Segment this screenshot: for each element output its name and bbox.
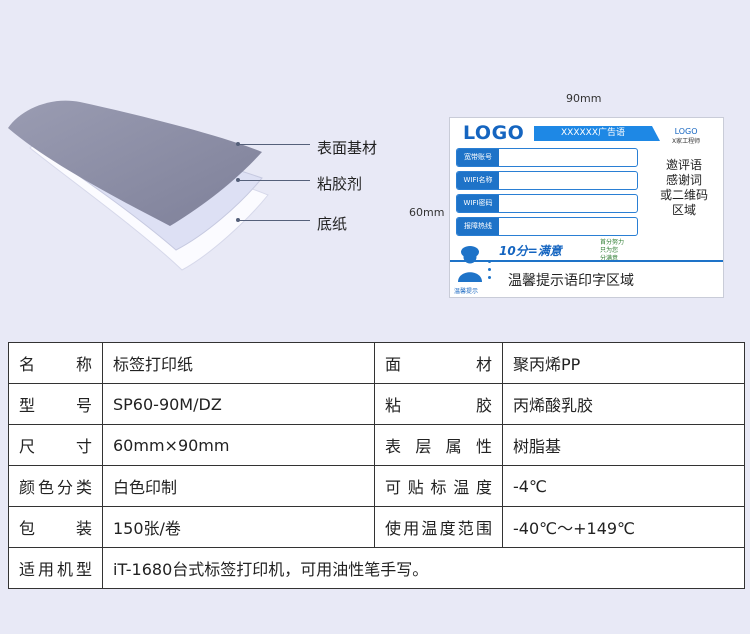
- label-divider: [450, 260, 723, 262]
- label-slogan: 10分=满意: [499, 244, 562, 258]
- label-tip-text: 温馨提示语印字区域: [508, 273, 634, 289]
- spec-value: SP60-90M/DZ: [102, 383, 375, 425]
- label-dots: [488, 260, 492, 284]
- label-sample-card: LOGO XXXXXX广告语 LOGO X家工程师 宽带账号 WIFI名称 WI…: [449, 117, 724, 298]
- callout-line-adhesive: [238, 180, 310, 181]
- label-field-wifi-password: WIFI密码: [456, 194, 638, 213]
- layer-label-liner: 底纸: [317, 215, 348, 233]
- label-field-wifi-name: WIFI名称: [456, 171, 638, 190]
- width-dimension: 90mm: [566, 92, 602, 105]
- layer-label-face: 表面基材: [317, 139, 378, 157]
- spec-key: 型 号: [8, 383, 103, 425]
- label-field-broadband: 宽带账号: [456, 148, 638, 167]
- spec-key: 尺 寸: [8, 424, 103, 466]
- label-logo-right: LOGO X家工程师: [672, 127, 701, 145]
- spec-value: 树脂基: [502, 424, 745, 466]
- spec-key: 名 称: [8, 342, 103, 384]
- spec-key: 可贴标温度: [374, 465, 503, 507]
- spec-value: 丙烯酸乳胶: [502, 383, 745, 425]
- label-field-hotline: 报障热线: [456, 217, 638, 236]
- layer-label-adhesive: 粘胶剂: [317, 175, 363, 193]
- label-logo-left: LOGO: [463, 122, 525, 144]
- height-dimension: 60mm: [409, 206, 445, 219]
- label-tip-tag: 温馨提示: [454, 288, 479, 295]
- table-row: 尺 寸 60mm×90mm 表层属性 树脂基: [8, 424, 745, 466]
- spec-value: iT-1680台式标签打印机，可用油性笔手写。: [102, 547, 745, 589]
- spec-value: 150张/卷: [102, 506, 375, 548]
- spec-key: 粘 胶: [374, 383, 503, 425]
- spec-value: 白色印制: [102, 465, 375, 507]
- spec-value: 标签打印纸: [102, 342, 375, 384]
- spec-key: 使用温度范围: [374, 506, 503, 548]
- table-row: 型 号 SP60-90M/DZ 粘 胶 丙烯酸乳胶: [8, 383, 745, 425]
- spec-key: 面 材: [374, 342, 503, 384]
- layer-stack-graphic: [8, 100, 269, 271]
- spec-table: 名 称 标签打印纸 面 材 聚丙烯PP 型 号 SP60-90M/DZ 粘 胶 …: [8, 342, 745, 589]
- callout-line-face: [238, 144, 310, 145]
- product-illustration-area: 表面基材 粘胶剂 底纸 90mm 60mm LOGO XXXXXX广告语 LOG…: [0, 90, 724, 298]
- spec-value: -4℃: [502, 465, 745, 507]
- spec-key: 适用机型: [8, 547, 103, 589]
- label-badge: 首分努力 只为您 分满意: [600, 239, 625, 262]
- material-layers-illustration: [0, 90, 310, 290]
- label-review-area: 邀评语 感谢词 或二维码 区域: [659, 158, 708, 217]
- table-row: 名 称 标签打印纸 面 材 聚丙烯PP: [8, 342, 745, 384]
- engineer-avatar-icon: [458, 246, 482, 282]
- table-row: 适用机型 iT-1680台式标签打印机，可用油性笔手写。: [8, 547, 745, 589]
- spec-key: 颜色分类: [8, 465, 103, 507]
- spec-value: -40℃～+149℃: [502, 506, 745, 548]
- table-row: 颜色分类 白色印制 可贴标温度 -4℃: [8, 465, 745, 507]
- label-ad-banner: XXXXXX广告语: [534, 126, 660, 141]
- spec-key: 表层属性: [374, 424, 503, 466]
- spec-value: 聚丙烯PP: [502, 342, 745, 384]
- spec-value: 60mm×90mm: [102, 424, 375, 466]
- spec-key: 包 装: [8, 506, 103, 548]
- table-row: 包 装 150张/卷 使用温度范围 -40℃～+149℃: [8, 506, 745, 548]
- callout-line-liner: [238, 220, 310, 221]
